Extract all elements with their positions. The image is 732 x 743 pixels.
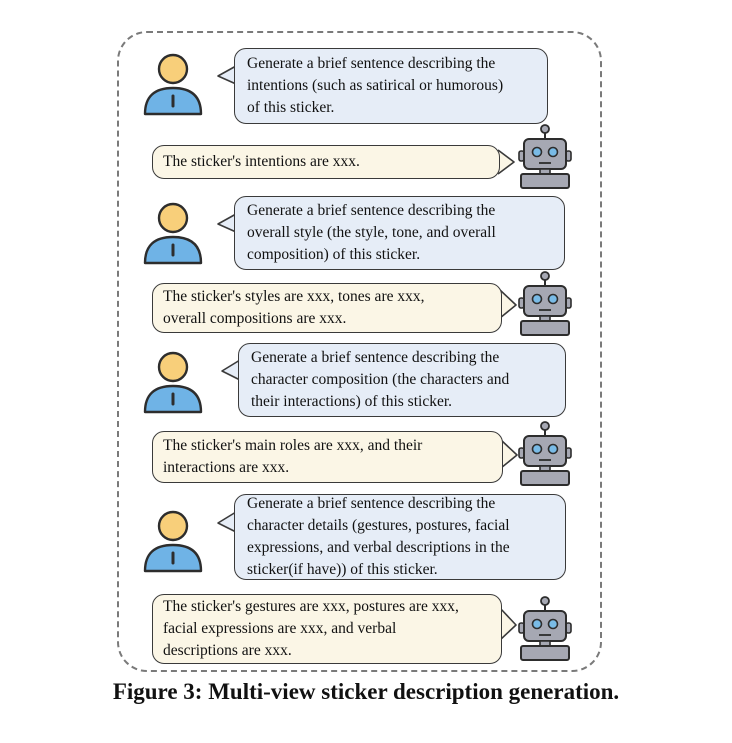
robot-icon: [518, 271, 572, 336]
answer-tail: [500, 439, 518, 469]
user-icon: [143, 351, 203, 414]
question-tail: [217, 213, 237, 233]
robot-icon: [518, 596, 572, 661]
answer-tail: [499, 607, 517, 641]
user-icon: [143, 510, 203, 573]
question-bubble-intentions: Generate a brief sentence describing the…: [234, 48, 548, 124]
answer-bubble-intentions: The sticker's intentions are xxx.: [152, 145, 500, 179]
question-tail: [217, 511, 237, 533]
dialogue-frame: [117, 31, 602, 672]
question-bubble-style: Generate a brief sentence describing the…: [234, 196, 565, 270]
answer-bubble-character-composition: The sticker's main roles are xxx, and th…: [152, 431, 503, 483]
answer-tail: [499, 289, 517, 319]
user-icon: [143, 53, 203, 116]
robot-icon: [518, 124, 572, 189]
answer-bubble-style: The sticker's styles are xxx, tones are …: [152, 283, 502, 333]
question-tail: [221, 359, 241, 381]
answer-bubble-character-details: The sticker's gestures are xxx, postures…: [152, 594, 502, 664]
question-bubble-character-details: Generate a brief sentence describing the…: [234, 494, 566, 580]
bubble-tails: [217, 65, 518, 641]
question-bubble-character-composition: Generate a brief sentence describing the…: [238, 343, 566, 417]
user-icon: [143, 202, 203, 265]
robot-icon: [518, 421, 572, 486]
answer-tail: [497, 149, 515, 175]
figure-caption: Figure 3: Multi-view sticker description…: [112, 679, 620, 704]
question-tail: [217, 65, 237, 85]
